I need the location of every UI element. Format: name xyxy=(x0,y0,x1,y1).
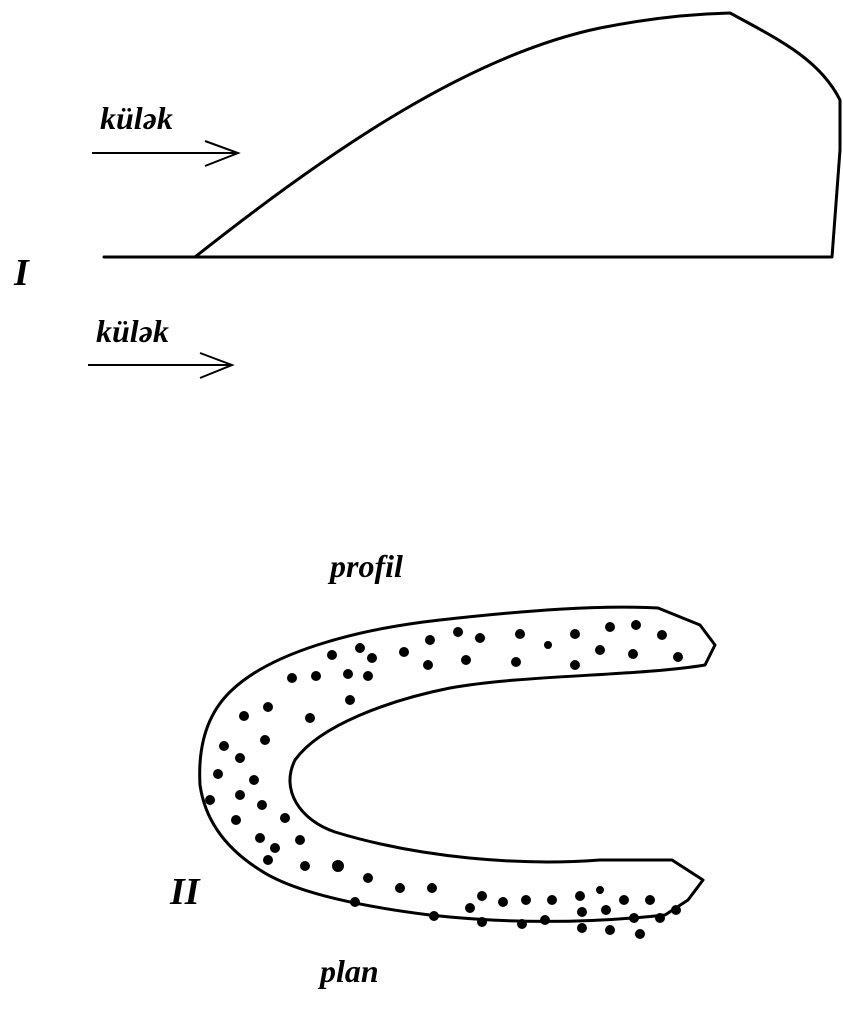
dune-profile xyxy=(102,11,842,259)
profile-view-label: profil xyxy=(330,548,403,584)
wind-arrow-bottom xyxy=(88,352,235,379)
figure-label-two: II xyxy=(170,871,200,913)
dune-profile-outline xyxy=(193,11,842,259)
wind-label-bottom: külək xyxy=(96,313,169,349)
plan-view-label: plan xyxy=(320,953,379,989)
sand-dots xyxy=(205,620,683,939)
barchan-plan xyxy=(198,605,717,939)
figure-label-one: I xyxy=(14,252,29,294)
wind-arrow-top xyxy=(92,140,241,167)
wind-label-top: külək xyxy=(100,100,173,136)
barchan-plan-outline xyxy=(198,605,717,923)
